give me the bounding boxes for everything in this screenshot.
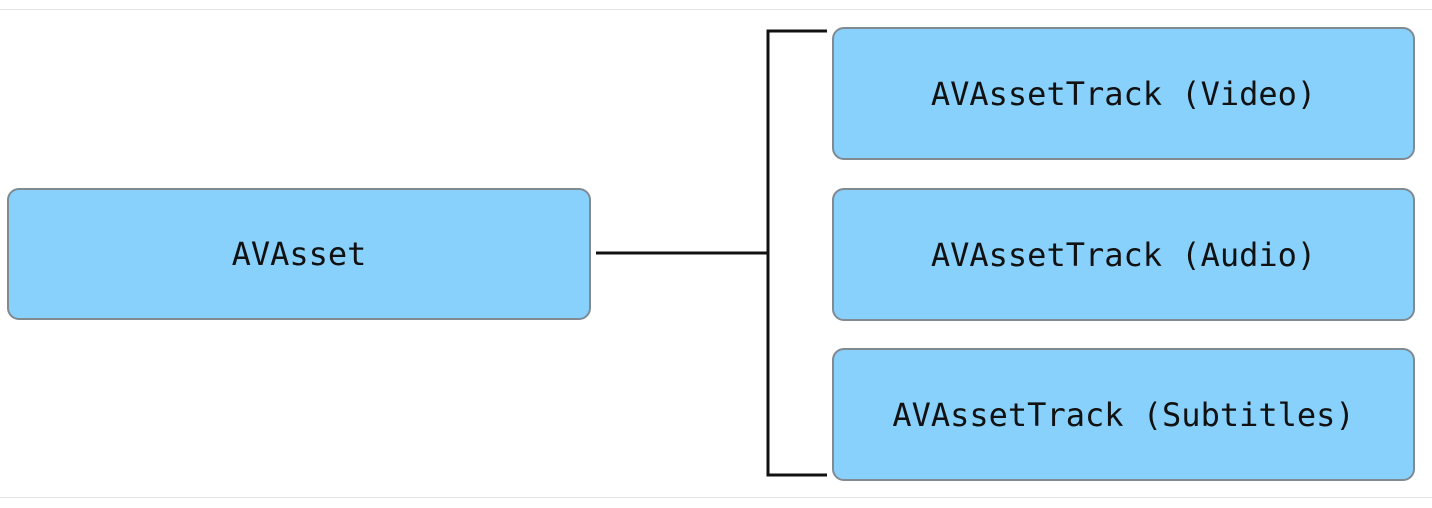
video-track-label: AVAssetTrack (Video) xyxy=(930,74,1317,113)
avasset-box: AVAsset xyxy=(7,188,591,320)
avasset-label: AVAsset xyxy=(231,235,367,273)
children-bracket xyxy=(766,29,827,477)
audio-track-box: AVAssetTrack (Audio) xyxy=(832,188,1415,321)
audio-track-label: AVAssetTrack (Audio) xyxy=(930,235,1317,274)
subtitles-track-label: AVAssetTrack (Subtitles) xyxy=(892,395,1355,434)
subtitles-track-box: AVAssetTrack (Subtitles) xyxy=(832,348,1415,481)
top-divider xyxy=(0,9,1432,10)
video-track-box: AVAssetTrack (Video) xyxy=(832,27,1415,160)
bottom-divider xyxy=(0,497,1432,498)
